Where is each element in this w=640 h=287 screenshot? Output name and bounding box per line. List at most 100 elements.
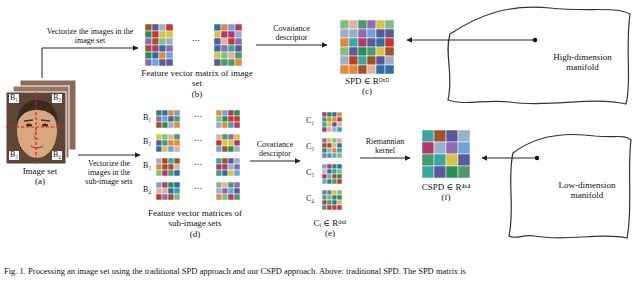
matrix-cell xyxy=(162,182,168,188)
matrix-cell xyxy=(235,38,242,45)
leader-line xyxy=(440,40,535,41)
matrix-cell xyxy=(222,182,228,188)
matrix-cell xyxy=(168,194,174,200)
node-caption: Low-dimension manifold xyxy=(545,180,629,201)
matrix-cell xyxy=(337,138,342,143)
matrix-cell xyxy=(159,38,166,45)
matrix-cell xyxy=(228,188,234,194)
matrix-cell xyxy=(216,110,222,116)
matrix-cell xyxy=(222,122,228,128)
matrix-cell xyxy=(156,170,162,176)
matrix-cell xyxy=(162,140,168,146)
manifold-point xyxy=(533,38,537,42)
matrix-cell xyxy=(385,20,394,29)
matrix-cell xyxy=(168,188,174,194)
matrix-cell xyxy=(152,52,159,59)
arrow-connector xyxy=(42,48,138,78)
matrix-cell xyxy=(332,148,337,153)
matrix-cell xyxy=(221,59,228,66)
covariance-cells xyxy=(322,112,342,210)
matrix-cell xyxy=(337,179,342,184)
matrix-cell xyxy=(234,140,240,146)
matrix-cells xyxy=(216,110,240,128)
matrix-cell xyxy=(228,134,234,140)
matrix-cell xyxy=(337,190,342,195)
block-label: B₂ xyxy=(9,151,19,160)
matrix-cell xyxy=(367,38,376,47)
matrix-cell xyxy=(228,52,235,59)
matrix-cell xyxy=(340,56,349,65)
matrix-cell xyxy=(327,190,332,195)
matrix-cell xyxy=(222,194,228,200)
matrix-cell xyxy=(214,38,221,45)
matrix-cells xyxy=(156,182,180,200)
matrix-cell xyxy=(327,153,332,158)
matrix-cell xyxy=(234,146,240,152)
matrix-cell xyxy=(234,170,240,176)
edge-label: Covariance descriptor xyxy=(251,140,299,158)
matrix-cell xyxy=(228,122,234,128)
matrix-cell xyxy=(152,38,159,45)
eye xyxy=(26,124,32,127)
matrix-cell xyxy=(216,182,222,188)
cspd-matrix: CSPD ∈ R⁴ˣ⁴(f) xyxy=(410,128,482,203)
matrix-cell xyxy=(166,38,173,45)
matrix-cell xyxy=(145,31,152,38)
feature-matrix-cells xyxy=(145,24,242,66)
sub-matrix-cells xyxy=(156,110,240,200)
matrix-cell xyxy=(235,24,242,31)
block-label: B₁ xyxy=(9,94,19,103)
matrix-cell xyxy=(358,47,367,56)
matrix-cell xyxy=(434,154,446,166)
matrix-cell xyxy=(340,20,349,29)
node-caption: SPD ∈ Rᴰˣᴰ xyxy=(327,76,407,86)
matrix-cell xyxy=(422,130,434,142)
manifold-point xyxy=(535,156,539,160)
matrix-cells xyxy=(156,134,180,152)
matrix-cell xyxy=(152,59,159,66)
panel-tag: (d) xyxy=(140,229,250,239)
image-frame xyxy=(6,92,66,164)
matrix-cell xyxy=(322,117,327,122)
block-label: B₃ xyxy=(52,94,62,103)
matrix-cell xyxy=(221,31,228,38)
matrix-cell xyxy=(332,174,337,179)
matrix-cell xyxy=(322,190,327,195)
matrix-cell xyxy=(337,127,342,132)
matrix-cell xyxy=(322,205,327,210)
panel-tag: (c) xyxy=(327,86,407,96)
matrix-cell xyxy=(349,38,358,47)
matrix-cell xyxy=(214,59,221,66)
matrix-cell xyxy=(168,140,174,146)
matrix-cell xyxy=(234,116,240,122)
matrix-label: ⋯ xyxy=(193,185,203,194)
matrix-cell xyxy=(168,110,174,116)
matrix-cell xyxy=(367,29,376,38)
matrix-cell xyxy=(458,142,470,154)
matrix-cell xyxy=(327,174,332,179)
panel-tag: (b) xyxy=(138,89,256,99)
matrix-cell xyxy=(332,205,337,210)
matrix-cells xyxy=(322,112,342,132)
matrix-cell xyxy=(228,110,234,116)
node-caption: Image set xyxy=(2,166,78,176)
matrix-cell xyxy=(327,164,332,169)
matrix-cell xyxy=(228,59,235,66)
matrix-cell xyxy=(322,112,327,117)
matrix-cell xyxy=(228,170,234,176)
edge-label: Riemannian kernel xyxy=(361,137,409,155)
matrix-cell xyxy=(216,146,222,152)
matrix-cell xyxy=(349,47,358,56)
arrow-connector xyxy=(360,158,410,159)
matrix-cell xyxy=(367,47,376,56)
matrix-cell xyxy=(235,45,242,52)
block-label: B₃ xyxy=(142,162,152,171)
matrix-cell xyxy=(162,110,168,116)
matrix-cell xyxy=(337,117,342,122)
matrix-cell xyxy=(156,188,162,194)
matrix-cell xyxy=(216,164,222,170)
matrix-cell xyxy=(332,179,337,184)
matrix-cell xyxy=(159,52,166,59)
matrix-cell xyxy=(327,200,332,205)
matrix-cell xyxy=(156,122,162,128)
